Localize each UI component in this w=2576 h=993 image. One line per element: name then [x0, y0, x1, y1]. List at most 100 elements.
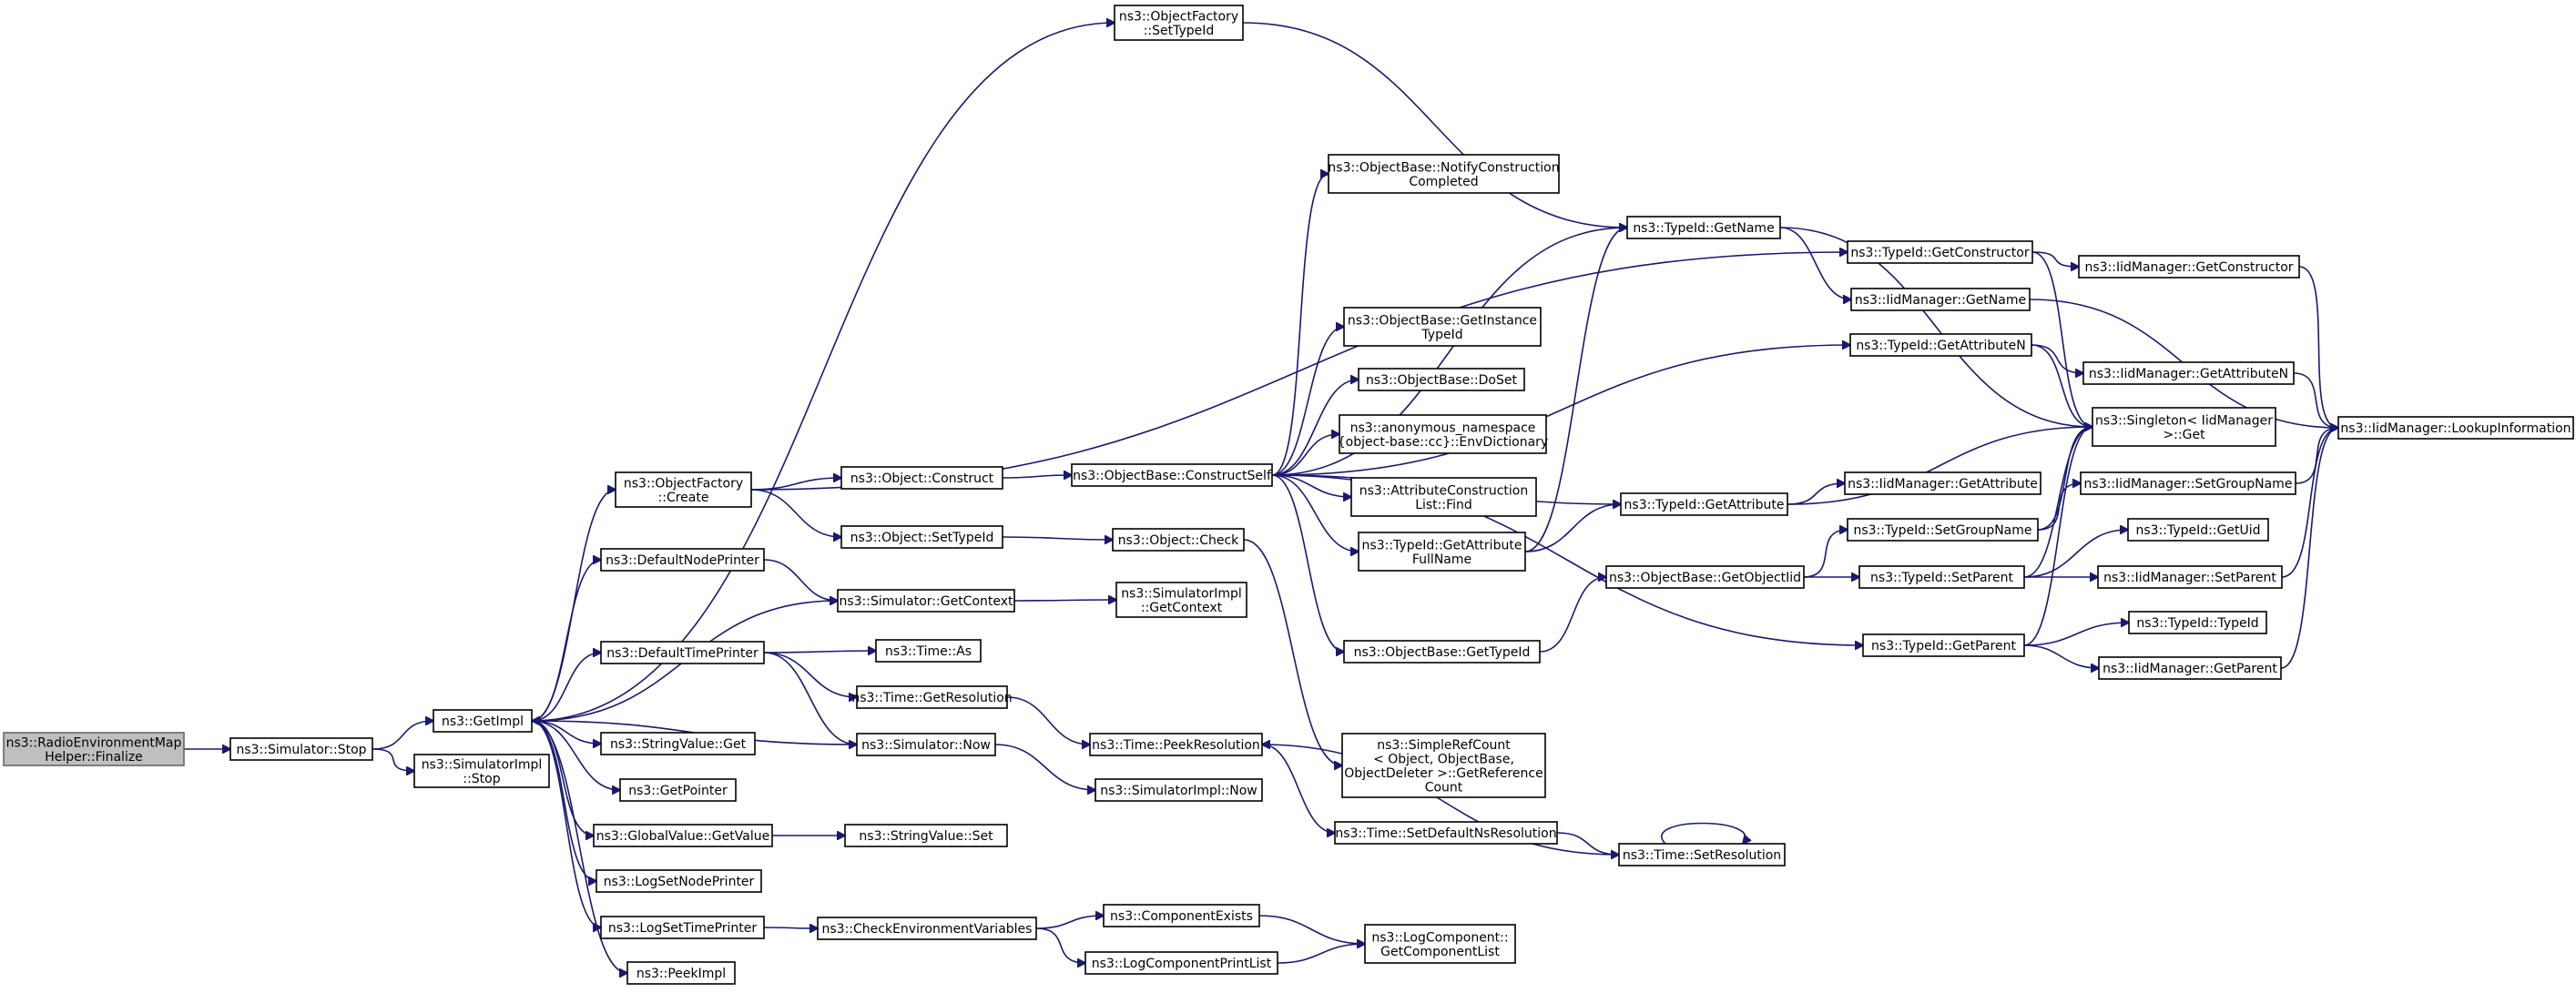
node-timesetdefns[interactable]: ns3::Time::SetDefaultNsResolution: [1334, 821, 1558, 845]
node-label: ns3::TypeId::SetParent: [1870, 571, 2013, 585]
node-iidgetattr[interactable]: ns3::IidManager::GetAttribute: [1844, 471, 2041, 495]
node-logsetnodeprinter[interactable]: ns3::LogSetNodePrinter: [596, 869, 762, 893]
node-checkenv[interactable]: ns3::CheckEnvironmentVariables: [817, 917, 1037, 940]
node-iidlookup[interactable]: ns3::IidManager::LookupInformation: [2337, 416, 2574, 440]
edge-tidgetattrn-to-iidgetattrn: [2031, 344, 2083, 373]
edge-checkenv-to-compexists: [1035, 916, 1104, 929]
node-label: ns3::DefaultTimePrinter: [606, 646, 759, 661]
node-box: [1343, 640, 1541, 664]
node-logsettimeprinter[interactable]: ns3::LogSetTimePrinter: [600, 916, 765, 939]
node-tidgetparent[interactable]: ns3::TypeId::GetParent: [1862, 633, 2025, 657]
node-box: [1114, 5, 1244, 41]
node-iidgetname[interactable]: ns3::IidManager::GetName: [1850, 288, 2031, 311]
node-label: ns3::TypeId::GetAttribute: [1624, 498, 1785, 512]
node-iidgetconstructor[interactable]: ns3::IidManager::GetConstructor: [2078, 255, 2300, 279]
node-obconstructself[interactable]: ns3::ObjectBase::ConstructSelf: [1071, 463, 1273, 487]
node-box: [1858, 565, 2025, 589]
edge-tidgetname-to-singleton: [1779, 227, 2092, 427]
node-tidsetparent[interactable]: ns3::TypeId::SetParent: [1858, 565, 2025, 589]
node-label: TypeId: [1420, 328, 1462, 342]
node-ofcreate[interactable]: ns3::ObjectFactory::Create: [615, 471, 752, 508]
node-label: ns3::SimulatorImpl: [1121, 586, 1242, 601]
node-getimpl[interactable]: ns3::GetImpl: [433, 709, 533, 733]
node-tidgetattrn[interactable]: ns3::TypeId::GetAttributeN: [1849, 333, 2032, 357]
node-box: [1847, 518, 2039, 542]
edge-simstop-to-simimplstop: [372, 748, 414, 771]
node-simnow[interactable]: ns3::Simulator::Now: [856, 733, 996, 756]
node-tidgetattr[interactable]: ns3::TypeId::GetAttribute: [1620, 492, 1788, 516]
node-objconstruct[interactable]: ns3::Object::Construct: [840, 466, 1003, 490]
node-iidgetparent[interactable]: ns3::IidManager::GetParent: [2098, 656, 2282, 680]
edge-simstop-to-getimpl: [372, 721, 433, 750]
node-timepeekres[interactable]: ns3::Time::PeekResolution: [1089, 733, 1263, 756]
edge-ofsettypeid-to-tidgetname: [1242, 22, 1627, 228]
node-defnodeprinter[interactable]: ns3::DefaultNodePrinter: [600, 548, 765, 572]
edge-logsettimeprinter-to-checkenv: [763, 927, 818, 928]
node-simplerefcount[interactable]: ns3::SimpleRefCount< Object, ObjectBase,…: [1341, 733, 1546, 798]
edge-iidgetattrn-to-iidlookup: [2293, 372, 2338, 428]
node-timesetres[interactable]: ns3::Time::SetResolution: [1618, 843, 1786, 866]
node-obgettypeid[interactable]: ns3::ObjectBase::GetTypeId: [1343, 640, 1541, 664]
node-logcompgetlist[interactable]: ns3::LogComponent::GetComponentList: [1364, 924, 1516, 964]
node-label: ns3::anonymous_namespace: [1350, 421, 1536, 435]
node-iidsetgroupname[interactable]: ns3::IidManager::SetGroupName: [2080, 471, 2296, 495]
node-label: {object-base::cc}::EnvDictionary: [1338, 435, 1548, 450]
node-box: [1071, 463, 1273, 487]
node-label: ns3::ObjectBase::DoSet: [1366, 373, 1517, 388]
node-iidsetparent[interactable]: ns3::IidManager::SetParent: [2097, 565, 2283, 589]
node-label: ::GetContext: [1141, 601, 1223, 615]
node-simimplstop[interactable]: ns3::SimulatorImpl::Stop: [413, 754, 550, 788]
node-stringvalueget[interactable]: ns3::StringValue::Get: [600, 732, 756, 755]
node-box: [2092, 407, 2276, 447]
node-singleton[interactable]: ns3::Singleton< IidManager>::Get: [2092, 407, 2276, 447]
edge-obconstructself-to-envdict: [1271, 434, 1339, 476]
node-obgetobjectiid[interactable]: ns3::ObjectBase::GetObjectIid: [1605, 565, 1805, 589]
node-timeas[interactable]: ns3::Time::As: [875, 639, 982, 663]
node-peekimpl[interactable]: ns3::PeekImpl: [626, 961, 736, 985]
node-timegetres[interactable]: ns3::Time::GetResolution: [851, 685, 1013, 709]
node-envdict[interactable]: ns3::anonymous_namespace{object-base::cc…: [1338, 414, 1548, 454]
node-ofsettypeid[interactable]: ns3::ObjectFactory::SetTypeId: [1114, 5, 1244, 41]
edge-obconstructself-to-tidgetattrfull: [1271, 474, 1359, 552]
node-simstop[interactable]: ns3::Simulator::Stop: [229, 737, 373, 761]
edge-defnodeprinter-to-simgetcontext: [763, 559, 838, 601]
node-box: [413, 754, 550, 788]
node-logcompprintlist[interactable]: ns3::LogComponentPrintList: [1084, 951, 1278, 975]
node-box: [1095, 778, 1263, 802]
edge-objsettypeid-to-objcheck: [1002, 537, 1113, 540]
node-obnotify[interactable]: ns3::ObjectBase::NotifyConstructionCompl…: [1328, 154, 1560, 194]
node-tidsetgroupname[interactable]: ns3::TypeId::SetGroupName: [1847, 518, 2039, 542]
node-simimplnow[interactable]: ns3::SimulatorImpl::Now: [1095, 778, 1263, 802]
node-tidgetconstructor[interactable]: ns3::TypeId::GetConstructor: [1847, 240, 2033, 264]
node-label: ::SetTypeId: [1144, 24, 1215, 38]
node-deftimeprinter[interactable]: ns3::DefaultTimePrinter: [600, 641, 765, 664]
node-obdoset[interactable]: ns3::ObjectBase::DoSet: [1358, 368, 1525, 391]
node-tidgetname[interactable]: ns3::TypeId::GetName: [1626, 216, 1781, 239]
node-label: ns3::TypeId::GetParent: [1871, 639, 2016, 654]
edge-tidgetattrfull-to-tidgetattr: [1524, 504, 1621, 552]
node-tidgetuid[interactable]: ns3::TypeId::GetUid: [2127, 518, 2269, 542]
node-label: ns3::GlobalValue::GetValue: [596, 829, 769, 844]
node-objsettypeid[interactable]: ns3::Object::SetTypeId: [840, 525, 1003, 549]
node-box: [1328, 154, 1560, 194]
node-iidgetattrn[interactable]: ns3::IidManager::GetAttributeN: [2082, 361, 2295, 385]
node-box: [2128, 611, 2267, 634]
node-tidtypeid[interactable]: ns3::TypeId::TypeId: [2128, 611, 2267, 634]
node-simimplgetctx[interactable]: ns3::SimulatorImpl::GetContext: [1115, 582, 1247, 618]
edge-getimpl-to-peekimpl: [531, 720, 627, 973]
node-stringvalueset[interactable]: ns3::StringValue::Set: [844, 824, 1008, 847]
node-objcheck[interactable]: ns3::Object::Check: [1112, 528, 1245, 552]
node-getpointer[interactable]: ns3::GetPointer: [619, 778, 737, 802]
node-box: [2097, 565, 2283, 589]
node-label: ns3::ObjectBase::GetTypeId: [1354, 645, 1531, 660]
node-box: [626, 961, 736, 985]
edge-tidgetattrn-to-singleton: [2031, 344, 2092, 427]
node-globalvalueget[interactable]: ns3::GlobalValue::GetValue: [593, 824, 773, 847]
node-compexists[interactable]: ns3::ComponentExists: [1103, 904, 1260, 927]
node-simgetcontext[interactable]: ns3::Simulator::GetContext: [837, 589, 1015, 613]
node-label: Helper::Finalize: [45, 750, 143, 765]
